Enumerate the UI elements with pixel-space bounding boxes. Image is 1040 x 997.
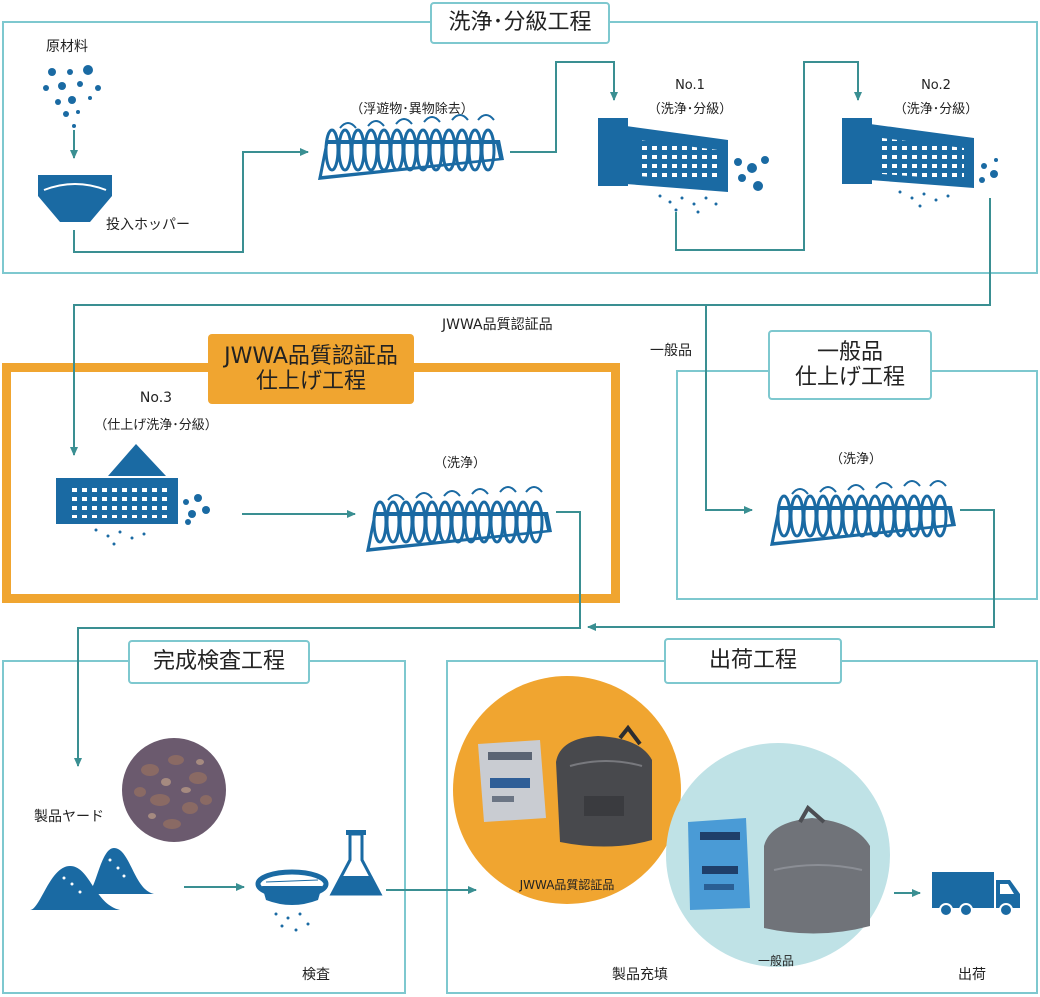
jwwa-wash-label: （洗浄） [433, 456, 487, 471]
jwwa-route-label: JWWA品質認証品 [442, 317, 553, 333]
no3-title: No.3 [139, 390, 173, 406]
product-fill-label: 製品充填 [612, 967, 668, 983]
truck-icon [932, 872, 1020, 917]
bag-icon [556, 724, 652, 847]
general-section-title: 一般品 仕上げ工程 [768, 330, 932, 400]
pile-icon [30, 848, 154, 910]
bag-icon [688, 818, 750, 910]
wash-section-title-text: 洗浄･分級工程 [448, 10, 592, 36]
product-yard-label: 製品ヤード [34, 809, 104, 825]
shipping-section-title-text: 出荷工程 [708, 648, 797, 674]
flask-icon [329, 830, 383, 896]
general-wash-label: （洗浄） [829, 452, 883, 467]
hopper-label: 投入ホッパー [106, 217, 190, 233]
inspection-label: 検査 [302, 967, 330, 983]
screw-washer-icon [768, 479, 958, 548]
no2-title: No.2 [921, 78, 951, 93]
jwwa-section-title-line2: 仕上げ工程 [255, 369, 366, 394]
bag-icon [764, 804, 870, 934]
screen-classifier-icon [56, 444, 210, 546]
sand-sample-image [122, 738, 226, 842]
jwwa-section-title: JWWA品質認証品 仕上げ工程 [208, 334, 414, 404]
screw-washer-icon [364, 485, 554, 554]
screen-classifier-icon [842, 118, 998, 208]
sieve-icon [255, 869, 329, 932]
general-section-title-line1: 一般品 [816, 339, 883, 365]
no1-title: No.1 [675, 78, 705, 93]
no3-subtitle: （仕上げ洗浄･分級） [94, 418, 218, 433]
shipment-label: 出荷 [958, 967, 986, 983]
wash-section-title: 洗浄･分級工程 [430, 2, 610, 44]
inspection-section-title-text: 完成検査工程 [152, 649, 285, 675]
jwwa-product-label: JWWA品質認証品 [519, 878, 615, 892]
bag-icon [478, 740, 546, 822]
inspection-section-title: 完成検査工程 [128, 640, 310, 684]
float-removal-label: （浮遊物･異物除去） [350, 102, 474, 117]
general-product-label: 一般品 [757, 954, 795, 968]
particles-icon [43, 65, 101, 128]
raw-material-label: 原材料 [46, 39, 88, 55]
screen-classifier-icon [598, 118, 769, 214]
general-section-title-line2: 仕上げ工程 [794, 365, 905, 390]
hopper-icon [38, 175, 112, 222]
shipping-section-title: 出荷工程 [664, 638, 842, 684]
jwwa-section-title-line1: JWWA品質認証品 [224, 343, 398, 369]
no1-subtitle: （洗浄･分級） [647, 102, 733, 117]
no2-subtitle: （洗浄･分級） [893, 102, 979, 117]
general-route-label: 一般品 [650, 343, 692, 359]
screw-washer-icon [316, 113, 506, 182]
